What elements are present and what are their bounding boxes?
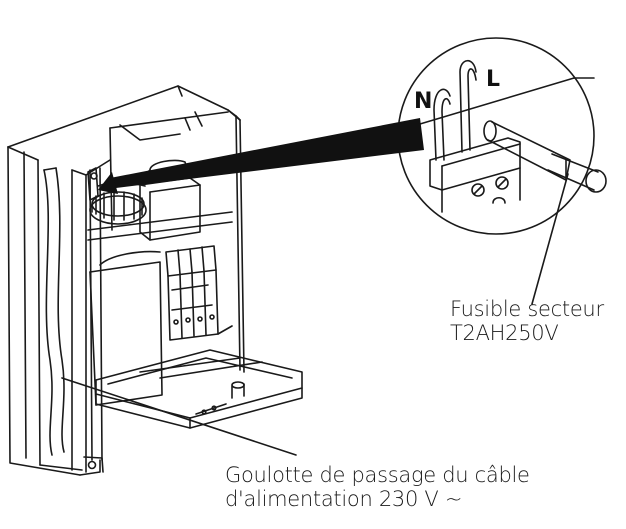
fuse-callout-line1: Fusible secteur <box>450 297 604 321</box>
magnifier-circle <box>397 37 607 235</box>
pull-out-tray <box>95 349 303 429</box>
transformer-assembly <box>87 111 203 241</box>
magnifier-beam <box>98 118 424 194</box>
cable-duct-callout: Goulotte de passage du câble d'alimentat… <box>225 463 530 511</box>
electronics-box <box>89 245 233 406</box>
cable-duct-callout-line2: d'alimentation 230 V ~ <box>225 487 463 511</box>
cabinet-housing <box>7 85 245 476</box>
callout-leaders <box>61 173 569 456</box>
live-wire-label: L <box>486 67 500 92</box>
cable-duct-callout-line1: Goulotte de passage du câble <box>225 463 530 487</box>
fuse-callout-line2: T2AH250V <box>450 321 559 345</box>
neutral-wire-label: N <box>414 89 432 114</box>
fuse-callout: Fusible secteur T2AH250V <box>450 297 604 345</box>
